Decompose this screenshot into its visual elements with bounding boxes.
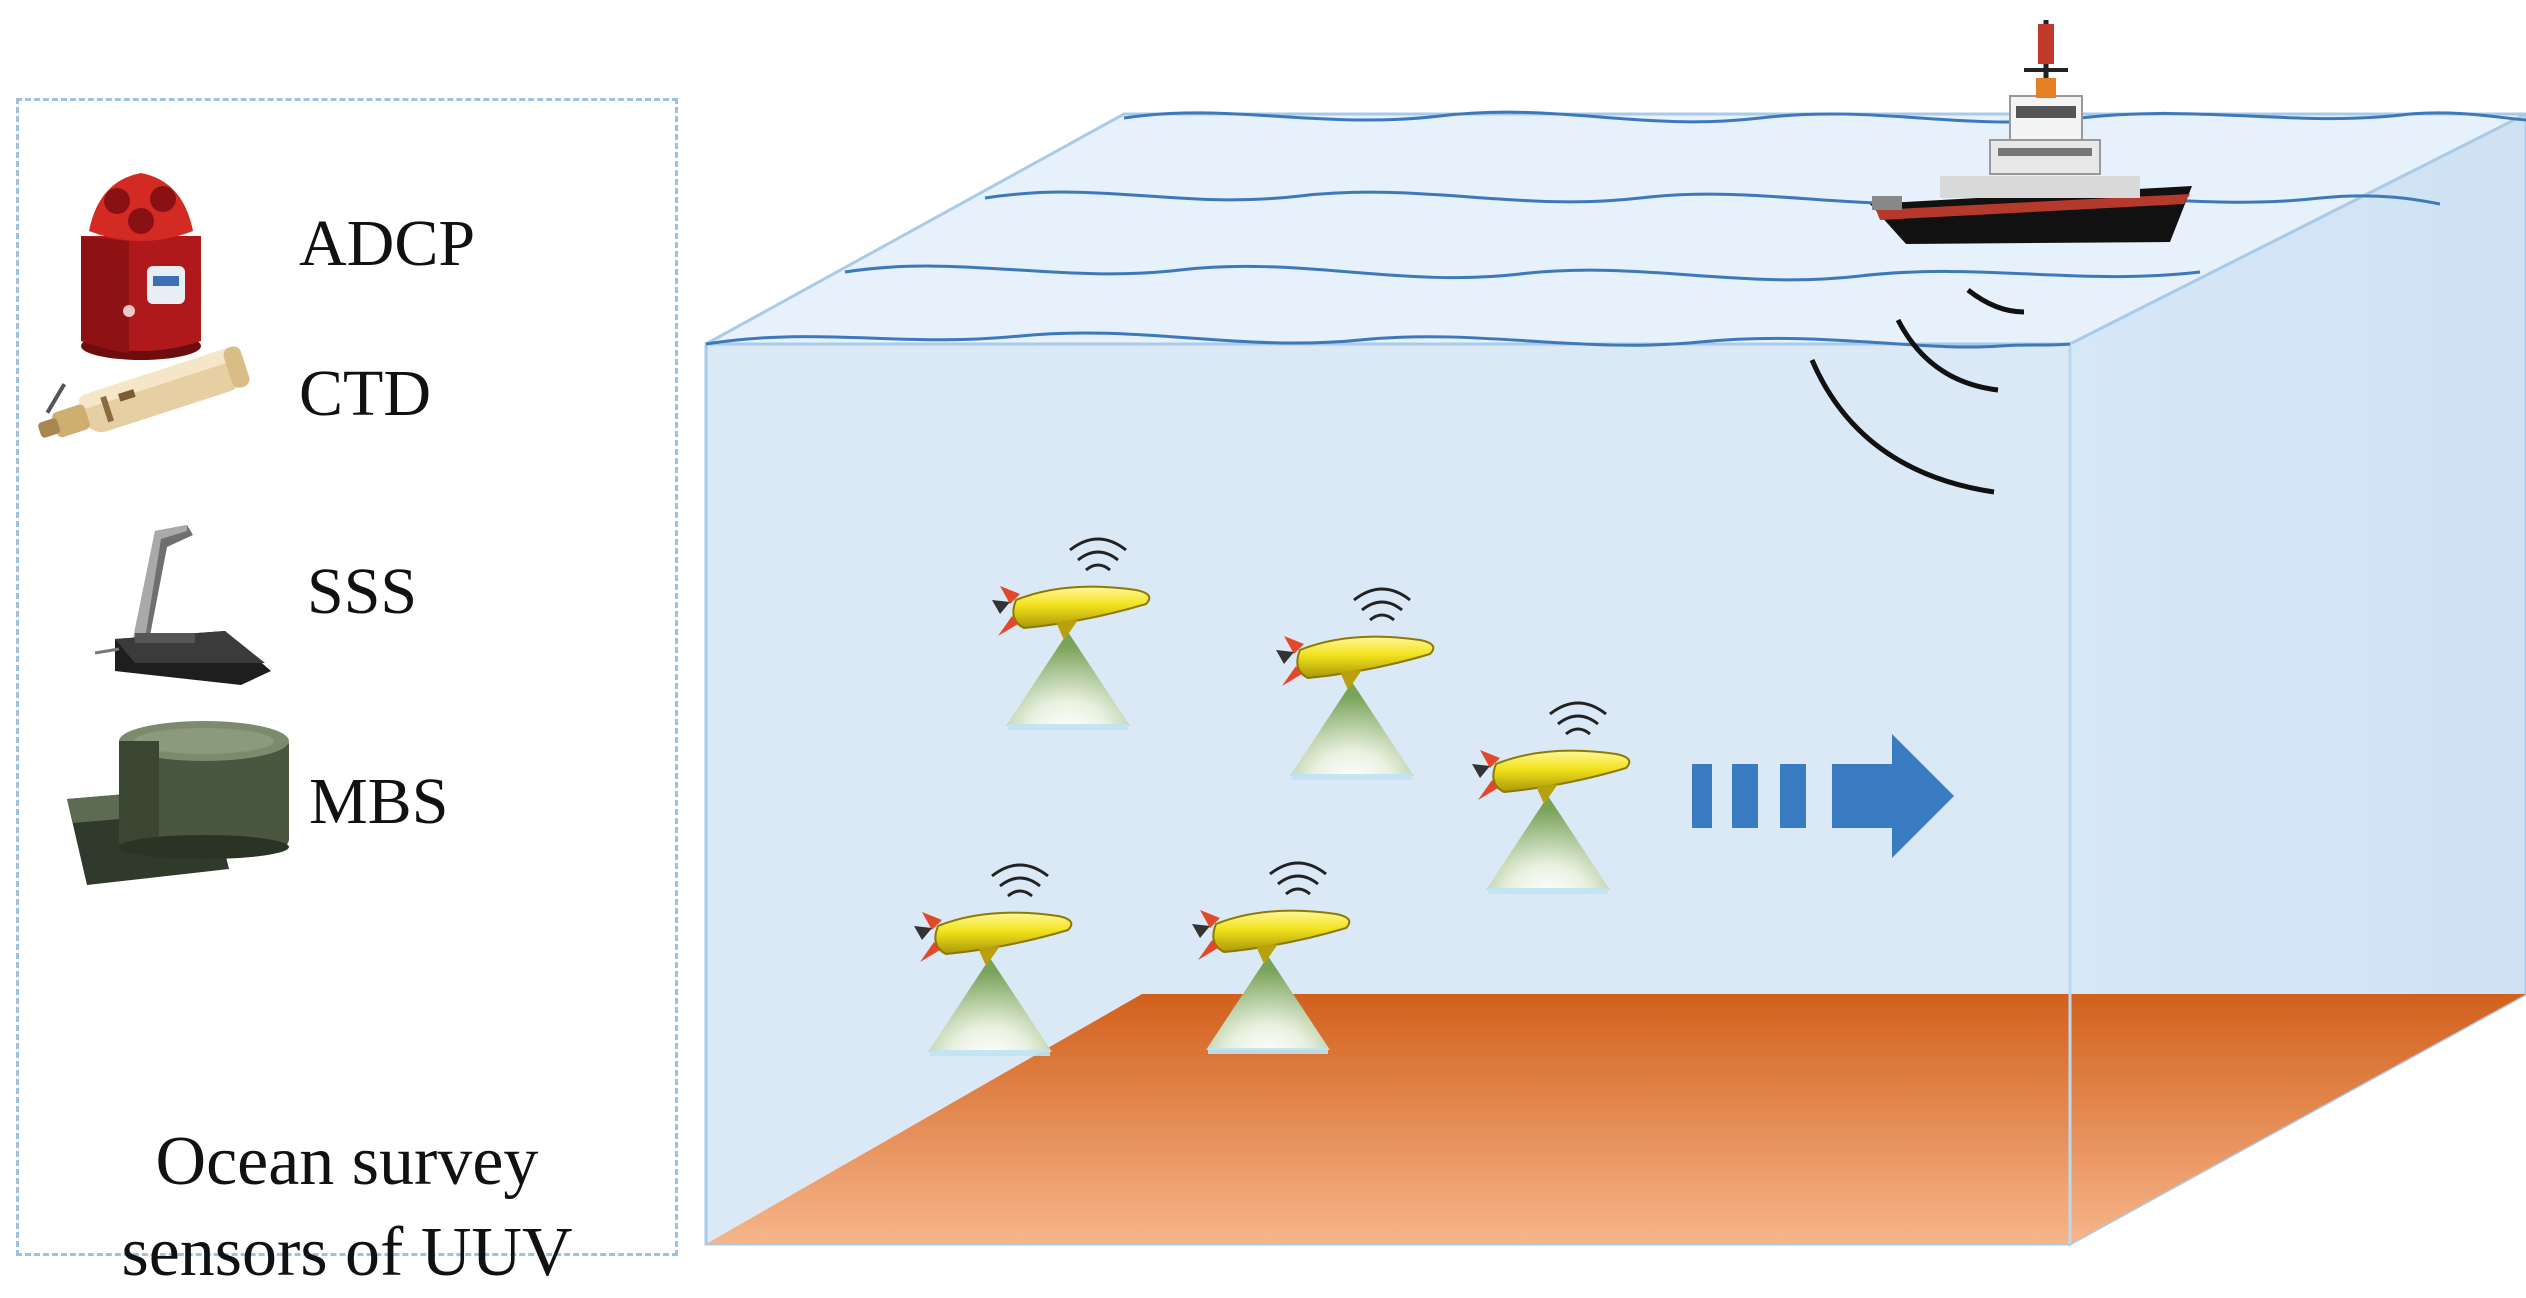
multibeam-sonar-icon: [67, 721, 289, 885]
legend-caption: Ocean survey sensors of UUV: [19, 1116, 675, 1298]
sensor-label-ctd: CTD: [299, 357, 431, 430]
sensor-label-mbs: MBS: [309, 765, 449, 838]
ctd-sensor-icon: [38, 346, 250, 438]
sensor-label-sss: SSS: [307, 555, 418, 628]
adcp-sensor-icon: [81, 173, 201, 360]
acoustic-signal-arcs: [1809, 288, 2025, 495]
surface-waves: [705, 110, 2526, 349]
sensor-label-adcp: ADCP: [299, 207, 476, 280]
dashed-arrow-right-icon: [1692, 734, 1954, 858]
survey-ship-icon: [1870, 20, 2192, 244]
sensor-legend-panel: ADCP CTD SSS MBS Ocean: [16, 98, 678, 1291]
side-scan-sonar-icon: [94, 525, 271, 685]
legend-caption-line-2: sensors of UUV: [121, 1214, 573, 1291]
legend-caption-line-1: Ocean survey: [155, 1123, 539, 1200]
